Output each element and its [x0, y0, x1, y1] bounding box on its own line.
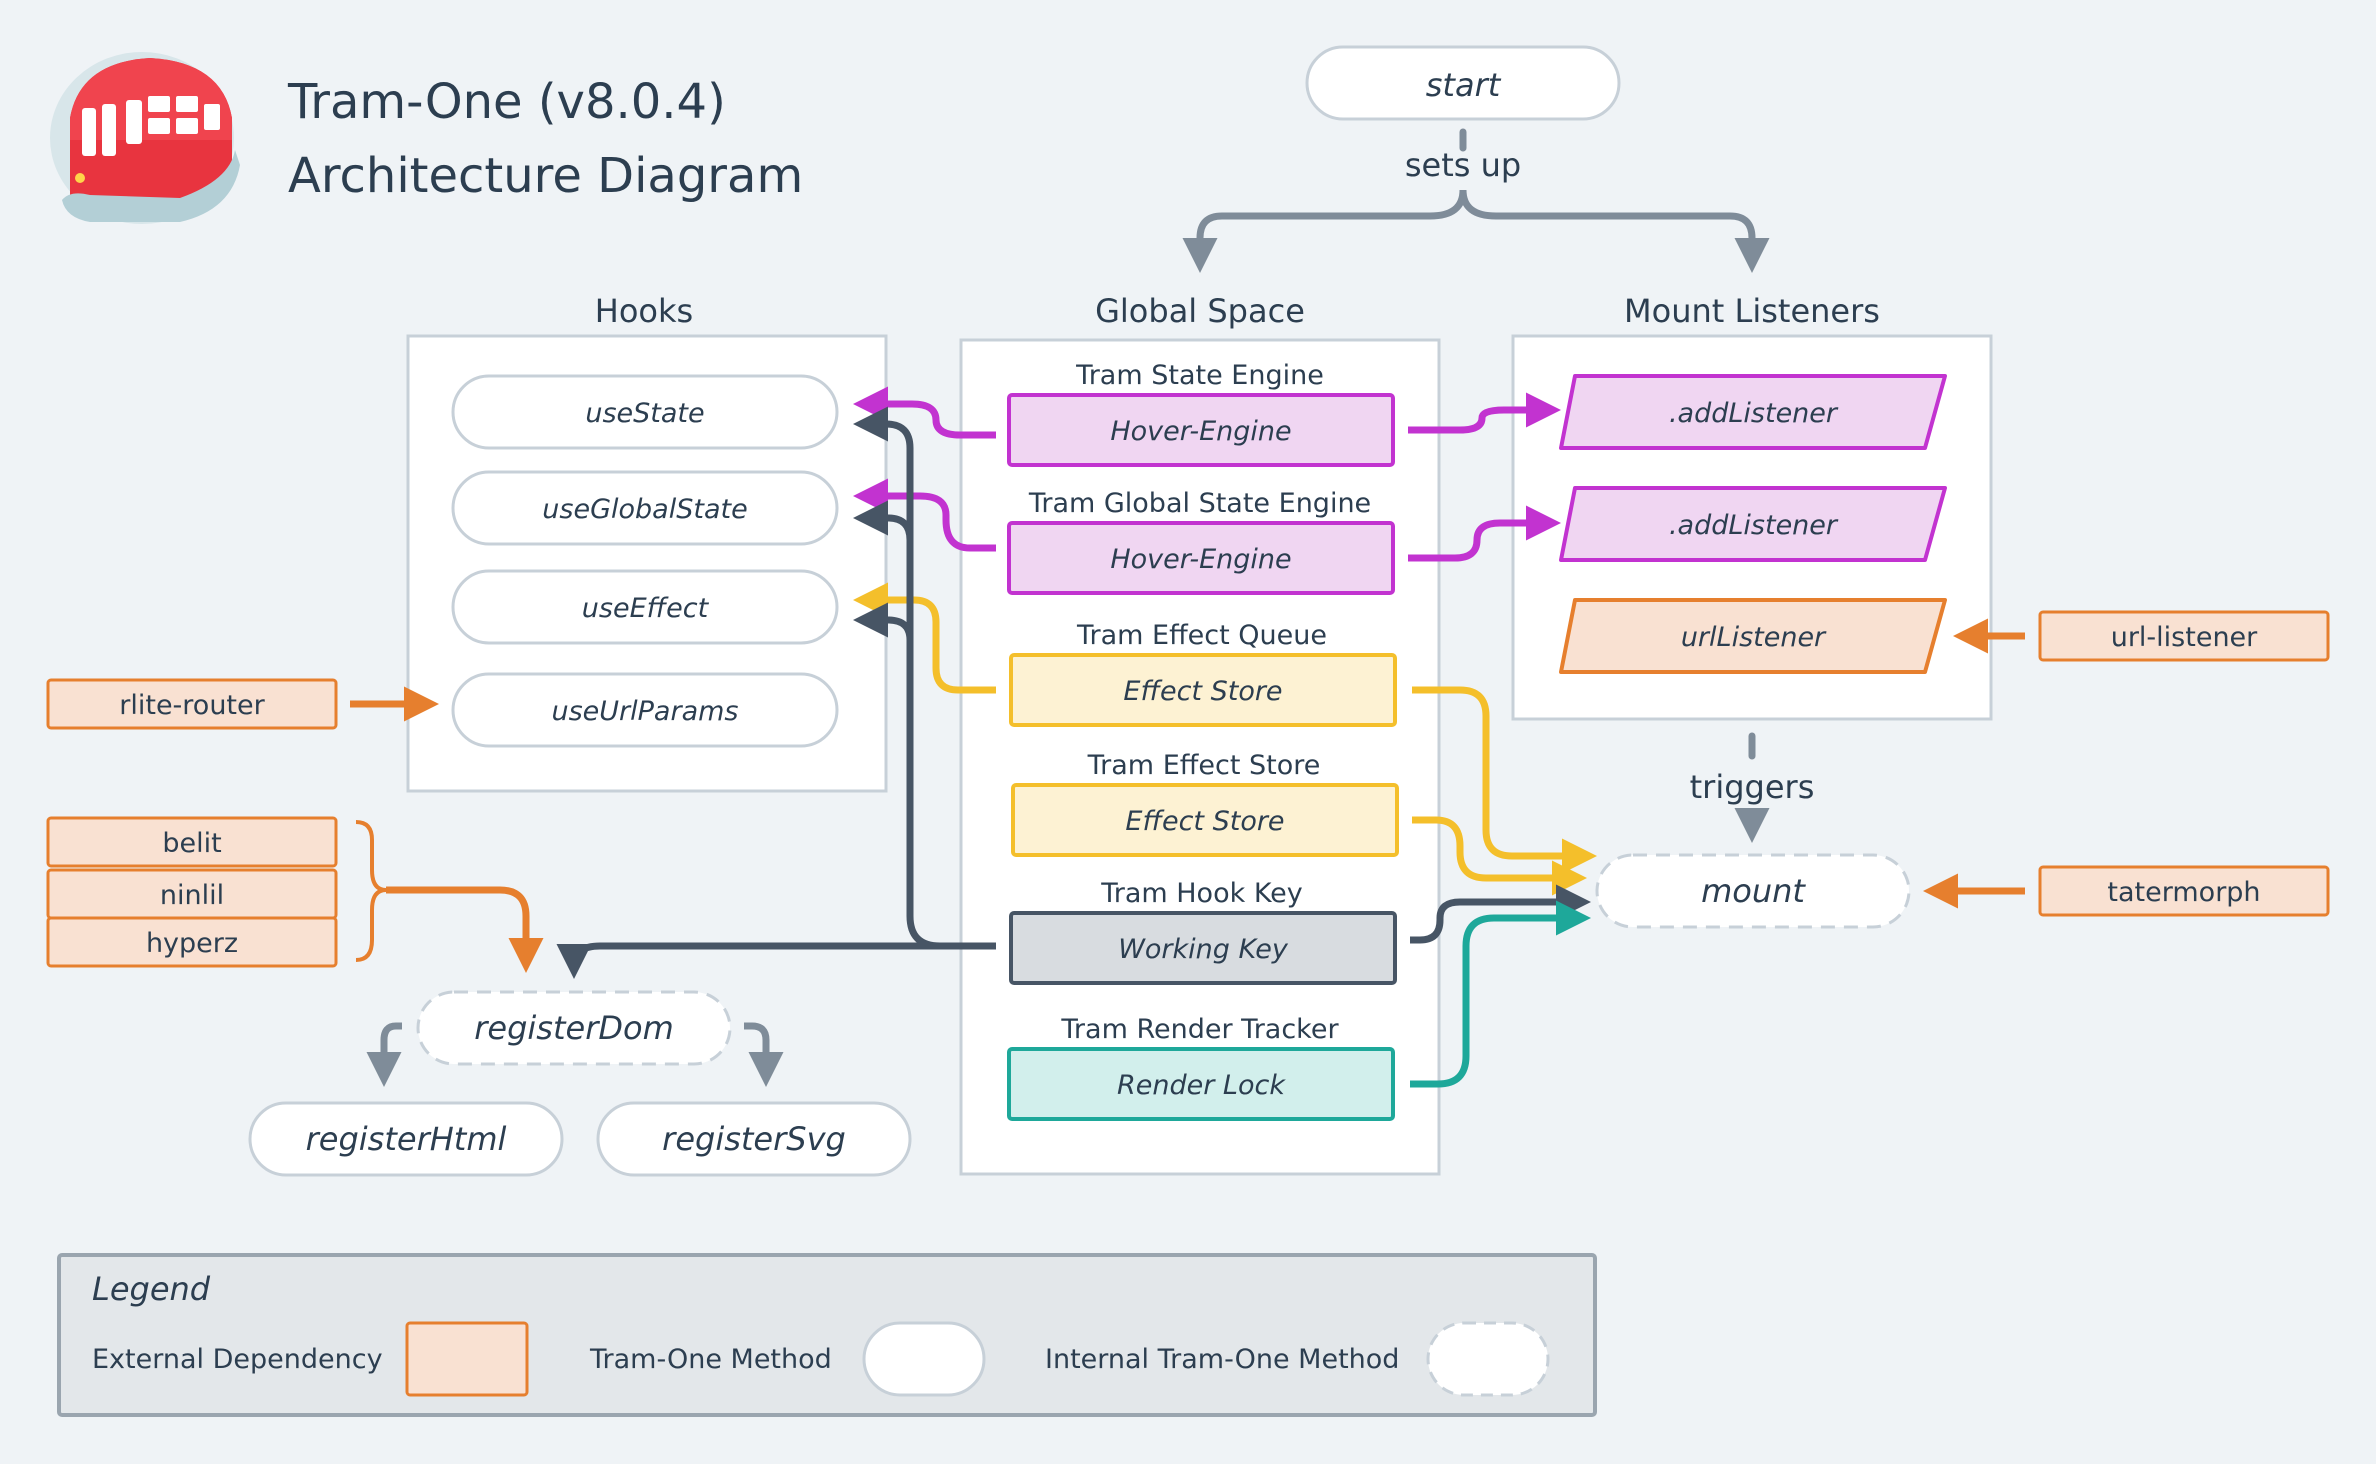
- arrow-dom-deps-to-register-dom: [386, 886, 544, 973]
- svg-text:urlListener: urlListener: [1681, 622, 1827, 653]
- arrow-state-engine-to-add-listener: [1408, 392, 1561, 434]
- register-html-node: registerHtml: [248, 1101, 564, 1177]
- svg-text:useEffect: useEffect: [582, 593, 710, 624]
- svg-text:Hover-Engine: Hover-Engine: [1110, 416, 1291, 447]
- arrow-register-dom-to-svg: [744, 1022, 784, 1087]
- ext-ninlil: ninlil: [46, 868, 338, 920]
- hook-use-global-state: useGlobalState: [451, 470, 839, 546]
- legend-internal-label: Internal Tram-One Method: [1045, 1344, 1399, 1375]
- svg-text:tatermorph: tatermorph: [2107, 877, 2260, 908]
- start-label: start: [1426, 66, 1502, 104]
- mount-node: mount: [1595, 853, 1911, 929]
- svg-text:Render Lock: Render Lock: [1117, 1070, 1286, 1101]
- global-item-title: Tram Global State Engine: [1028, 488, 1371, 519]
- hook-use-effect: useEffect: [451, 569, 839, 645]
- sets-up-brace: [1196, 189, 1770, 273]
- svg-text:Effect Store: Effect Store: [1125, 806, 1284, 837]
- legend: Legend External Dependency Tram-One Meth…: [57, 1253, 1597, 1417]
- tram-hook-key: Working Key: [1009, 911, 1397, 985]
- tram-effect-queue: Effect Store: [1009, 653, 1397, 727]
- ext-tatermorph: tatermorph: [2038, 865, 2330, 917]
- tram-global-state-engine: Hover-Engine: [1007, 521, 1395, 595]
- ext-rlite-router: rlite-router: [46, 678, 338, 730]
- legend-method-swatch: [862, 1321, 986, 1397]
- ext-dom-deps-brace: [355, 820, 387, 962]
- svg-text:belit: belit: [162, 828, 221, 859]
- legend-internal-swatch: [1426, 1321, 1550, 1397]
- legend-method-label: Tram-One Method: [589, 1344, 832, 1375]
- register-dom-node: registerDom: [416, 990, 732, 1066]
- svg-text:.addListener: .addListener: [1669, 398, 1839, 429]
- title-line-2: Architecture Diagram: [288, 148, 803, 204]
- red-tram-icon: [50, 52, 240, 224]
- svg-text:registerDom: registerDom: [474, 1009, 674, 1047]
- arrow-hook-key-to-register-dom: [556, 942, 940, 979]
- hook-use-state: useState: [451, 374, 839, 450]
- ext-url-listener: url-listener: [2038, 610, 2330, 662]
- hook-use-url-params: useUrlParams: [451, 672, 839, 748]
- svg-text:rlite-router: rlite-router: [119, 690, 265, 721]
- title-line-1: Tram-One (v8.0.4): [287, 74, 726, 130]
- global-item-title: Tram Effect Queue: [1076, 620, 1327, 651]
- global-item-title: Tram Hook Key: [1100, 878, 1303, 909]
- arrow-global-engine-to-use-global-state: [853, 478, 996, 552]
- legend-external-label: External Dependency: [92, 1344, 383, 1375]
- global-item-title: Tram Effect Store: [1087, 750, 1321, 781]
- start-node: start: [1305, 45, 1621, 121]
- arrow-register-dom-to-html: [366, 1022, 402, 1087]
- url-listener-node: urlListener: [1559, 598, 1947, 674]
- global-item-title: Tram State Engine: [1075, 360, 1324, 391]
- arrow-hook-key-to-mount: [1410, 884, 1591, 944]
- mount-listeners-heading: Mount Listeners: [1624, 292, 1880, 330]
- svg-text:Hover-Engine: Hover-Engine: [1110, 544, 1291, 575]
- tram-state-engine: Hover-Engine: [1007, 393, 1395, 467]
- add-listener-global-state: .addListener: [1559, 486, 1947, 562]
- tram-render-tracker: Render Lock: [1007, 1047, 1395, 1121]
- arrow-effect-queue-to-use-effect: [853, 582, 996, 694]
- global-item-title: Tram Render Tracker: [1060, 1014, 1339, 1045]
- svg-text:mount: mount: [1701, 872, 1806, 910]
- add-listener-state: .addListener: [1559, 374, 1947, 450]
- svg-text:useUrlParams: useUrlParams: [552, 696, 739, 727]
- register-svg-node: registerSvg: [596, 1101, 912, 1177]
- svg-text:url-listener: url-listener: [2111, 622, 2258, 653]
- arrow-global-engine-to-add-listener: [1408, 505, 1561, 562]
- arrow-effect-queue-to-mount: [1412, 686, 1597, 874]
- legend-external-swatch: [405, 1321, 529, 1397]
- triggers-label: triggers: [1690, 768, 1815, 806]
- arrow-state-engine-to-use-state: [853, 386, 996, 439]
- svg-text:Working Key: Working Key: [1118, 934, 1289, 965]
- svg-text:useState: useState: [585, 398, 704, 429]
- ext-belit: belit: [46, 816, 338, 868]
- svg-text:ninlil: ninlil: [160, 880, 224, 911]
- svg-text:registerHtml: registerHtml: [306, 1120, 507, 1158]
- global-space-heading: Global Space: [1095, 292, 1305, 330]
- arrow-hook-key-to-use-global-state: [853, 500, 914, 541]
- legend-title: Legend: [92, 1270, 211, 1308]
- svg-text:Effect Store: Effect Store: [1123, 676, 1282, 707]
- hooks-heading: Hooks: [595, 292, 693, 330]
- svg-text:.addListener: .addListener: [1669, 510, 1839, 541]
- svg-text:hyperz: hyperz: [146, 928, 238, 959]
- arrow-effect-store-to-mount: [1412, 816, 1587, 896]
- svg-text:registerSvg: registerSvg: [662, 1120, 846, 1158]
- global-space-group: [959, 338, 1441, 1176]
- tram-effect-store: Effect Store: [1011, 783, 1399, 857]
- sets-up-label: sets up: [1405, 146, 1521, 184]
- arrow-hook-key-to-use-effect: [853, 602, 914, 641]
- svg-text:useGlobalState: useGlobalState: [542, 494, 747, 525]
- ext-hyperz: hyperz: [46, 916, 338, 968]
- arrow-render-tracker-to-mount: [1410, 900, 1591, 1088]
